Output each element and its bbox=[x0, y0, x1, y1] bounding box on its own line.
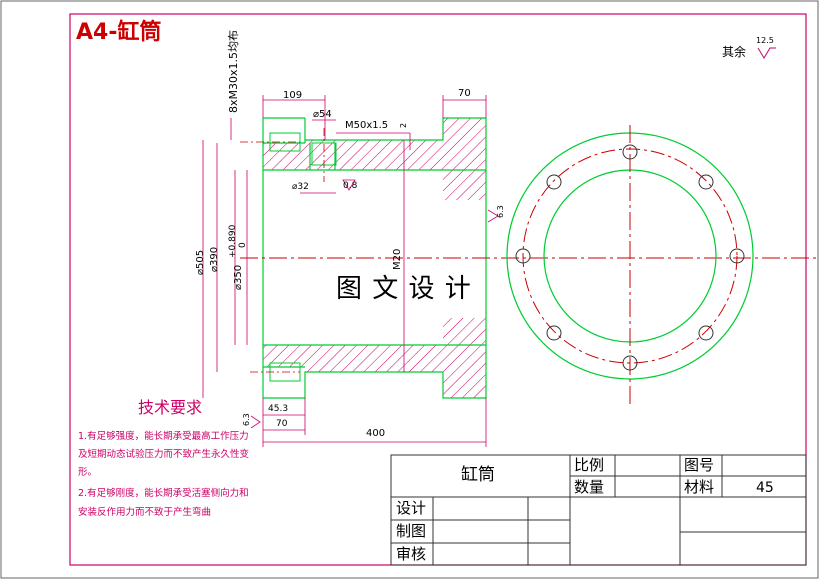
watermark: 图 文 设 计 bbox=[336, 274, 472, 304]
roughness-symbol bbox=[757, 47, 776, 59]
tb-material-value: 45 bbox=[756, 480, 774, 496]
dim-d350: ⌀350 bbox=[233, 264, 244, 290]
lower-wall-hatch bbox=[263, 318, 486, 398]
tech-line-4: 2.有足够刚度，能长期承受活塞侧向力和 bbox=[78, 488, 249, 499]
tb-qty-label: 数量 bbox=[574, 478, 605, 496]
tech-line-1: 1.有足够强度，能长期承受最高工作压力 bbox=[78, 431, 249, 442]
tech-heading: 技术要求 bbox=[138, 398, 203, 417]
tb-scale-label: 比例 bbox=[574, 456, 605, 474]
dim-roughness-63: 6.3 bbox=[496, 205, 505, 218]
dim-d32: ⌀32 bbox=[292, 182, 309, 192]
dim-tolerance-upper: +0.890 bbox=[228, 224, 238, 258]
tb-draw-label: 制图 bbox=[396, 522, 427, 540]
dim-thread-top: 8xM30x1.5均布 bbox=[227, 30, 240, 113]
section-view bbox=[202, 95, 819, 447]
end-view bbox=[506, 125, 754, 405]
tech-line-2: 及短期动态试验压力而不致产生永久性变 bbox=[78, 449, 250, 460]
dim-m50: M50x1.5 bbox=[345, 120, 389, 131]
dim-d505: ⌀505 bbox=[195, 249, 206, 275]
outer-profile bbox=[263, 117, 487, 399]
tb-part-name: 缸筒 bbox=[461, 465, 495, 485]
dim-70-top: 70 bbox=[458, 88, 471, 99]
roughness-value: 12.5 bbox=[756, 36, 774, 45]
tb-design-label: 设计 bbox=[396, 499, 427, 517]
tb-drawing-no-label: 图号 bbox=[684, 456, 715, 474]
dim-400: 400 bbox=[366, 428, 386, 439]
dim-tolerance-lower: 0 bbox=[238, 242, 248, 248]
tech-line-3: 形。 bbox=[78, 467, 98, 478]
sheet-title: A4-缸筒 bbox=[76, 20, 162, 45]
title-block-grid bbox=[390, 454, 807, 566]
tb-material-label: 材料 bbox=[684, 478, 715, 496]
dim-109: 109 bbox=[283, 90, 303, 101]
dim-roughness-08: 0.8 bbox=[343, 181, 358, 191]
dim-70-bottom: 70 bbox=[276, 419, 288, 429]
tb-review-label: 审核 bbox=[396, 545, 427, 563]
dim-d54: ⌀54 bbox=[313, 109, 332, 120]
dim-m20: M20 bbox=[392, 248, 403, 270]
upper-wall-hatch bbox=[263, 118, 486, 200]
dim-d390: ⌀390 bbox=[209, 246, 220, 272]
tech-line-5: 安装反作用力而不致于产生弯曲 bbox=[78, 507, 212, 518]
dim-2: 2 bbox=[399, 122, 408, 128]
dim-45-3: 45.3 bbox=[268, 404, 289, 414]
roughness-other-label: 其余 bbox=[722, 45, 747, 59]
dim-roughness-63-left: 6.3 bbox=[242, 413, 251, 426]
